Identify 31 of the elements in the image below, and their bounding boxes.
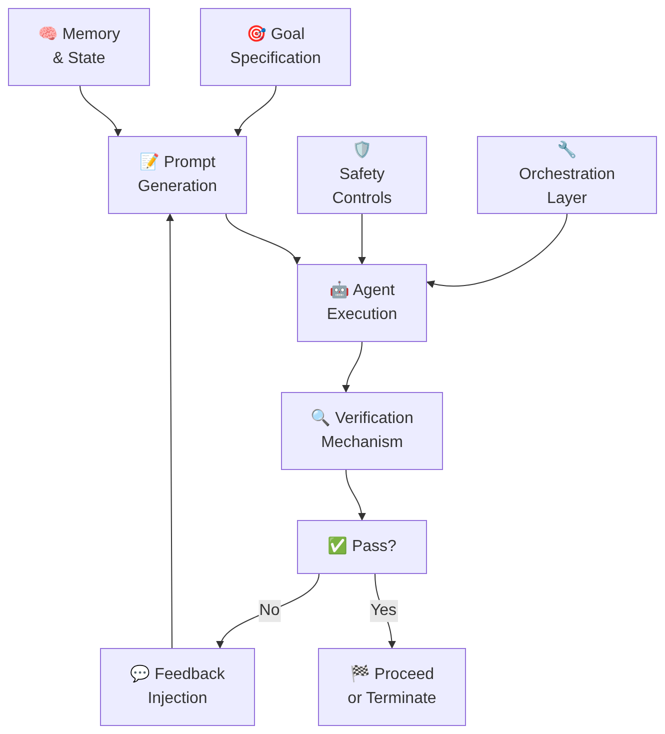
node-label: 🔍 Verification Mechanism	[310, 408, 414, 453]
edge-label: No	[258, 600, 281, 622]
node-label: 🛡 Safety Controls	[331, 140, 393, 209]
node-label: 💬 Feedback Injection	[129, 664, 226, 709]
node-label: ✅ Pass?	[328, 536, 396, 557]
node-label: 🔧 Orchestration Layer	[518, 140, 616, 209]
process-box	[318, 648, 466, 726]
edge-label: Yes	[369, 600, 398, 622]
arrow	[342, 342, 362, 393]
process-box	[297, 264, 427, 342]
arrow	[218, 574, 320, 649]
arrow	[226, 214, 300, 265]
process-box	[200, 8, 351, 86]
process-box	[477, 136, 657, 214]
node-label: 🤖 Agent Execution	[326, 280, 398, 325]
node-label: 🎯 Goal Specification	[229, 24, 322, 69]
arrow	[358, 214, 366, 265]
arrow	[235, 86, 276, 137]
node-label: 🧠 Memory & State	[37, 25, 121, 69]
node-label: 🏁 Proceed or Terminate	[346, 664, 438, 709]
arrow	[166, 213, 174, 648]
process-box	[281, 392, 443, 470]
process-box	[100, 648, 255, 726]
arrow	[346, 470, 366, 521]
arrow	[426, 214, 568, 288]
process-box	[108, 136, 247, 214]
node-label: 📝 Prompt Generation	[136, 152, 218, 197]
process-box	[297, 136, 427, 214]
process-box	[297, 520, 427, 574]
arrow	[80, 86, 121, 137]
process-box	[8, 8, 150, 86]
